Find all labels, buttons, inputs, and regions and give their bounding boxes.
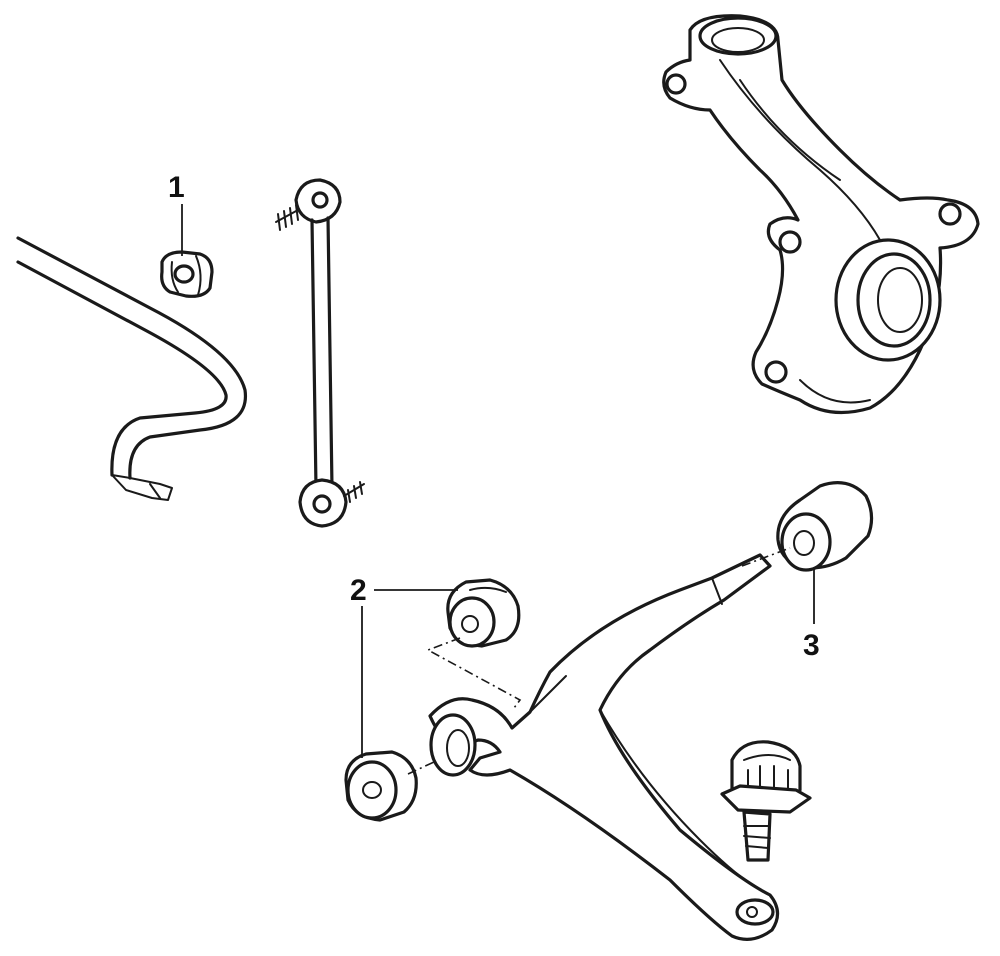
lower-arm-front-bush-bottom xyxy=(344,750,418,822)
callout-1: 1 xyxy=(168,171,185,204)
steering-knuckle xyxy=(662,14,980,415)
assembly-line-top-bush xyxy=(426,637,522,709)
anti-roll-bar-bush xyxy=(160,250,214,298)
assembly-line-arm-to-rear-bush xyxy=(741,547,791,567)
callout-3: 3 xyxy=(803,629,820,662)
anti-roll-bar xyxy=(16,236,248,501)
ball-joint xyxy=(720,740,812,862)
lower-arm-rear-bush xyxy=(776,481,874,572)
drop-link xyxy=(275,178,365,528)
callout-2: 2 xyxy=(350,574,367,607)
lower-arm xyxy=(428,553,780,941)
assembly-line-bottom-bush xyxy=(407,761,435,775)
lower-arm-front-bush-top xyxy=(446,578,521,648)
